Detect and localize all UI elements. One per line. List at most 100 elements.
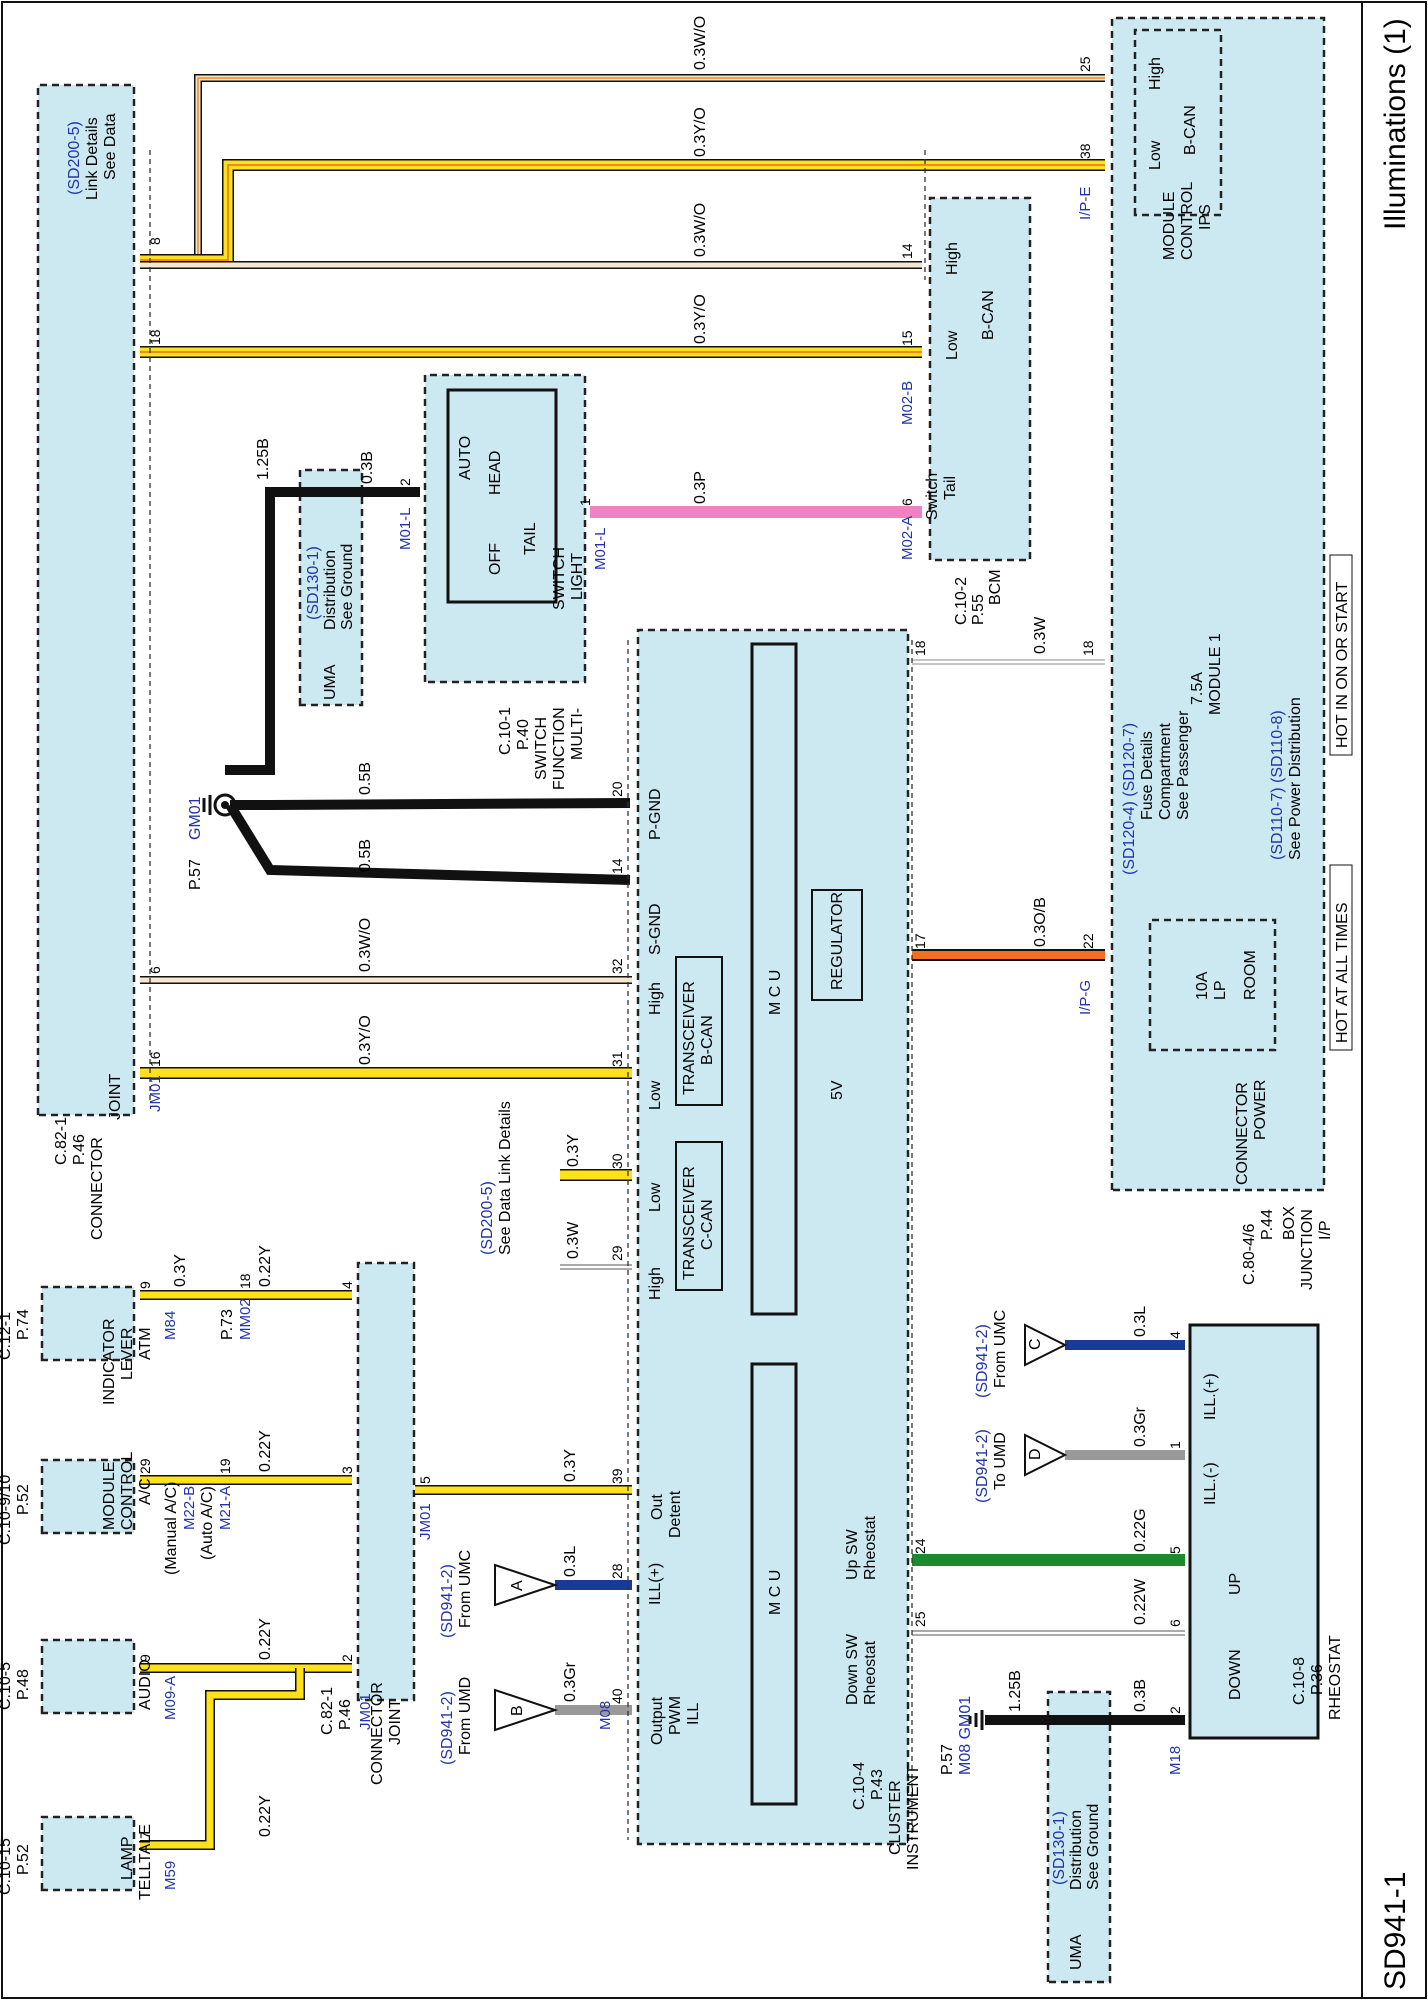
ac-page: P.52 [15, 1484, 32, 1515]
bcm-name: BCM [987, 569, 1004, 605]
wire-label-tell: 0.22Y [257, 1795, 274, 1837]
atm-l1: ATM [137, 1327, 154, 1360]
umd-b-ref: (SD941-2) [439, 1691, 456, 1765]
ips-bcan: B-CAN [1182, 105, 1199, 155]
mcu-lower [750, 1362, 798, 1806]
ac-manual: (Manual A/C) [163, 1482, 180, 1575]
ac-pin29: 29 [137, 1458, 153, 1474]
up-l1: Rheostat [862, 1515, 879, 1580]
wire-label-bcan-l: 0.3Y/O [357, 1015, 374, 1065]
light-switch-l2: SWITCH [551, 547, 568, 610]
connector-c-icon [1024, 1323, 1068, 1367]
umd-d-l1: To UMD [992, 1432, 1009, 1490]
bcm-low: Low [944, 330, 961, 360]
bcm-box [928, 196, 1032, 562]
detent-l2: Out [649, 1494, 666, 1520]
cluster-l1: INSTRUMENT [905, 1765, 922, 1870]
atm-lever-indicator-box [40, 1285, 136, 1362]
ground-dist2-l1: See Ground [1085, 1804, 1102, 1890]
cluster-l2: CLUSTER [887, 1780, 904, 1855]
data-link-l1: See Data [102, 113, 119, 180]
regulator-label: REGULATOR [829, 892, 846, 990]
ips-bcan-box [1133, 28, 1223, 217]
ip-junction-l3: BOX [1281, 1206, 1298, 1240]
jt-pin8: 8 [147, 237, 163, 245]
audio-box [40, 1638, 136, 1715]
joint-top-l2: CONNECTOR [89, 1137, 106, 1240]
jt-pin6: 6 [147, 966, 163, 974]
fuse-module1-name: MODULE 1 [1207, 633, 1224, 715]
mm02-name: MM02 [237, 1298, 254, 1340]
ips-connector: I/P-E [1077, 187, 1094, 220]
bcan-transceiver-box [675, 956, 723, 1106]
rheostat-up: UP [1227, 1573, 1244, 1595]
ip-junction-page: P.44 [1259, 1209, 1276, 1240]
ill-plus-label: ILL(+) [647, 1563, 664, 1605]
ccan-high: High [647, 1267, 664, 1300]
telltale-l1: TELLTALE [137, 1824, 154, 1900]
wire-label-rh-gr: 0.3Gr [1132, 1406, 1149, 1447]
hot-on-start-box [1329, 554, 1353, 756]
connector-d-letter: D [1027, 1448, 1044, 1460]
fuse-room-name: ROOM [1242, 950, 1259, 1000]
cl-pin29: 29 [609, 1245, 625, 1261]
wire-label-detent: 0.3Y [562, 1449, 579, 1482]
rheostat-ill-plus: ILL.(+) [1202, 1373, 1219, 1420]
rh-pin6: 6 [1167, 1619, 1183, 1627]
wire-label-ccan-h: 0.3W [565, 1221, 582, 1259]
bcan-l2: TRANSCEIVER [681, 981, 698, 1095]
telltale-page: P.52 [15, 1844, 32, 1875]
ground-dist2-l2: Distribution [1068, 1810, 1085, 1890]
ac-code: C.10-9/10 [0, 1475, 14, 1545]
cl-pin28: 28 [609, 1563, 625, 1579]
wire-label-rh-l: 0.3L [1132, 1306, 1149, 1337]
wire-label-bcan-h: 0.3W/O [357, 918, 374, 972]
wire-label-ac-1: 0.22Y [257, 1430, 274, 1472]
mfs-code: C.10-1 [497, 707, 514, 755]
connector-c-letter: C [1027, 1338, 1044, 1350]
bcm-tail-l2: Switch [924, 473, 941, 520]
wire-label-w3: 0.3W/O [692, 203, 709, 257]
telltale-pin: 7 [137, 1831, 153, 1839]
wire-label-w4: 0.3Y/O [692, 294, 709, 344]
diagram-content: Illuminations (1) SD941-1 [0, 16, 1412, 1990]
cl-pin39: 39 [609, 1468, 625, 1484]
telltale-l2: LAMP [119, 1836, 136, 1880]
ccan-l2: TRANSCEIVER [681, 1166, 698, 1280]
wire-label-rh-w: 0.22W [1132, 1578, 1149, 1625]
ips-high: High [1147, 57, 1164, 90]
ground-distribution-box [298, 468, 364, 707]
atm-conn: M84 [162, 1311, 179, 1340]
rh-pin1: 1 [1167, 1441, 1183, 1449]
jb-pin4: 4 [339, 1281, 355, 1289]
ls-off: OFF [487, 543, 504, 575]
power-dist-refs: (SD110-7) (SD110-8) [1269, 710, 1286, 860]
ccan-low: Low [647, 1182, 664, 1212]
data-link-l2: Link Details [84, 117, 101, 200]
jb-pin5: 5 [417, 1476, 433, 1484]
umc-a-l1: From UMC [457, 1550, 474, 1628]
audio-pin: 9 [137, 1654, 153, 1662]
umd-b-l1: From UMD [457, 1677, 474, 1755]
data-link-ref: (SD200-5) [66, 121, 83, 195]
telltale-code: C.10-15 [0, 1838, 14, 1895]
bcm-tail-l1: Tail [942, 476, 959, 500]
bcan-low: Low [647, 1080, 664, 1110]
v5-label: 5V [829, 1080, 846, 1100]
power-connector-l1: POWER [1252, 1080, 1269, 1140]
ips-l2: CONTROL [1179, 182, 1196, 260]
wire-label-05b-1: 0.5B [357, 762, 374, 795]
wire-ips-low-stripe [140, 164, 1105, 261]
pgnd-label: P-GND [647, 788, 664, 840]
audio-code: C.10-5 [0, 1662, 14, 1710]
bcm-code: C.10-2 [953, 577, 970, 625]
ground-dist-l1: See Ground [339, 544, 356, 630]
ls-tail: TAIL [522, 522, 539, 555]
jt-pin16: 16 [147, 1051, 163, 1067]
joint-top-page: P.46 [71, 1134, 88, 1165]
room-fuse-box [1148, 918, 1277, 1052]
ground-gm01b-icon [968, 1710, 984, 1730]
ips-l1: IPS [1197, 204, 1214, 230]
hot-on-start: HOT IN ON OR START [1334, 582, 1351, 748]
data-link-cc-l1: See Data Link Details [497, 1101, 514, 1255]
